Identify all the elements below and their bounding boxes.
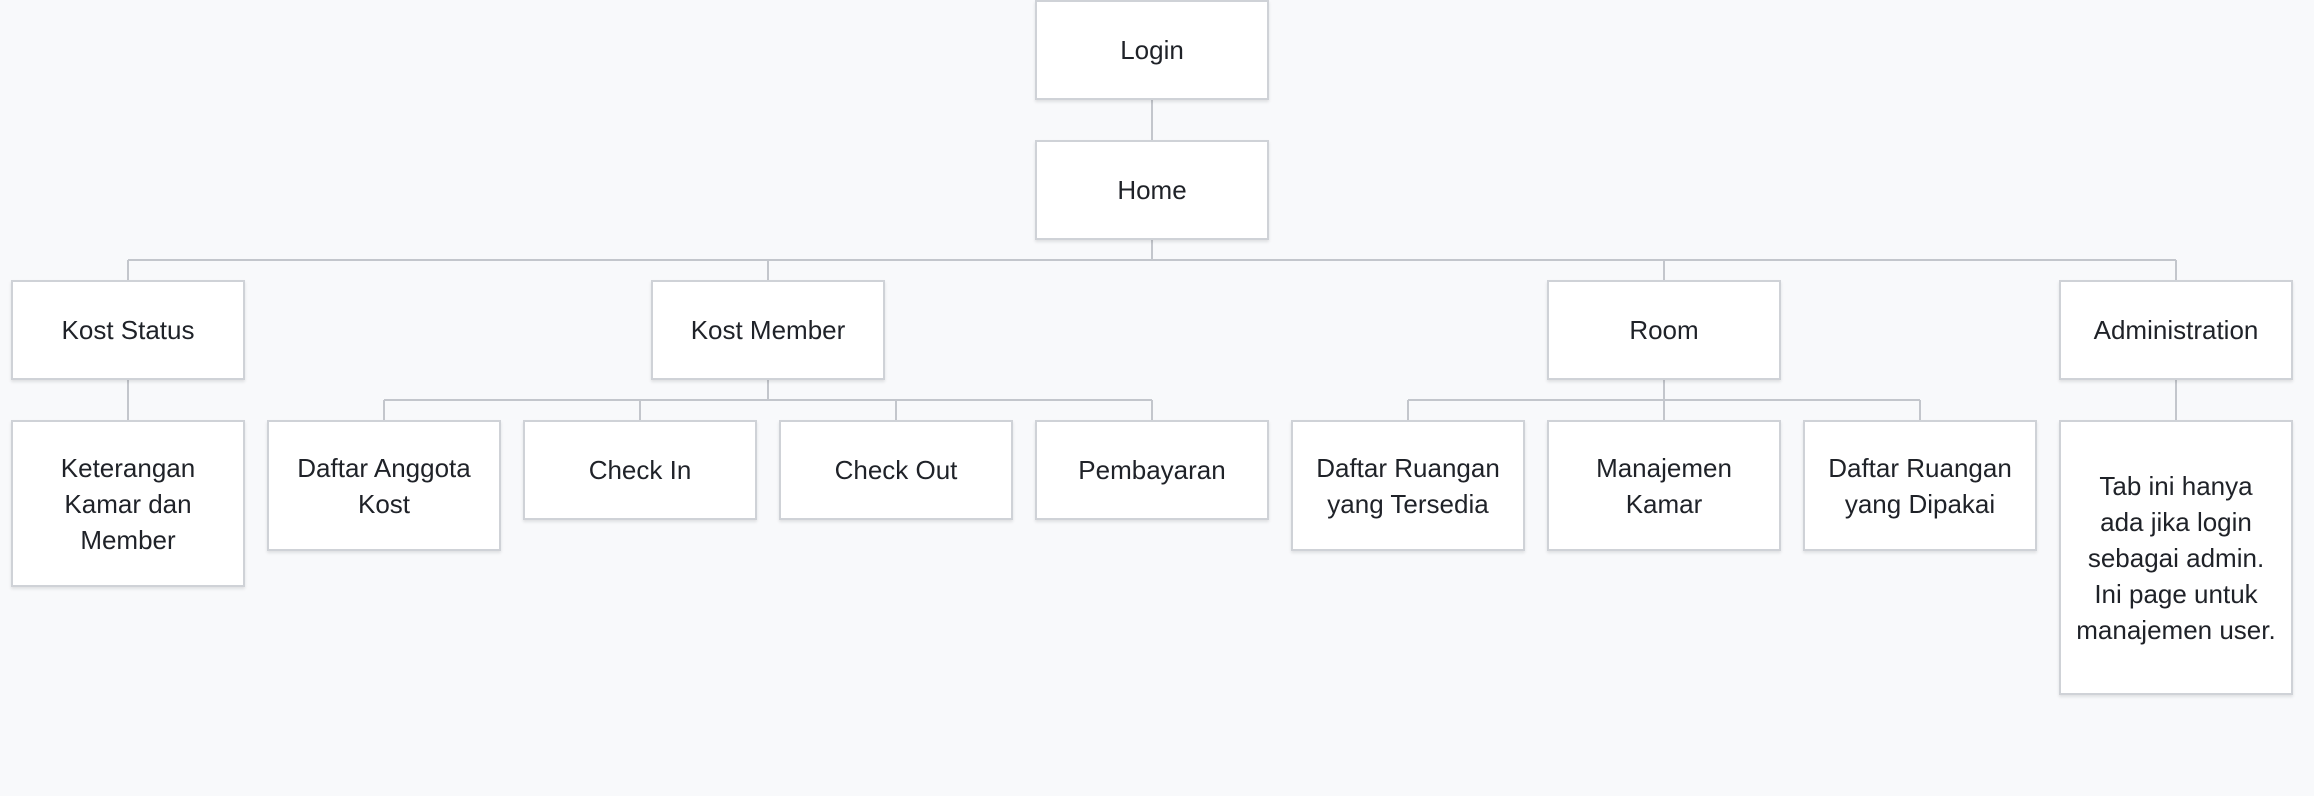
node-daftar-ruangan-dipakai-label: Daftar Ruangan yang Dipakai: [1828, 452, 2012, 519]
node-manajemen-kamar: Manajemen Kamar: [1547, 420, 1781, 551]
node-kost-status: Kost Status: [11, 280, 245, 380]
node-kost-member: Kost Member: [651, 280, 885, 380]
node-check-in-label: Check In: [588, 455, 692, 485]
node-home-label: Home: [1117, 175, 1187, 205]
node-keterangan: Keterangan Kamar dan Member: [11, 420, 245, 587]
node-pembayaran-label: Pembayaran: [1078, 455, 1226, 485]
node-kost-status-label: Kost Status: [61, 315, 195, 345]
node-manajemen-kamar-label: Manajemen Kamar: [1596, 452, 1732, 519]
node-daftar-anggota-label: Daftar Anggota Kost: [297, 452, 471, 519]
node-kost-member-label: Kost Member: [690, 315, 846, 345]
node-admin-note: Tab ini hanya ada jika login sebagai adm…: [2059, 420, 2293, 695]
node-daftar-anggota: Daftar Anggota Kost: [267, 420, 501, 551]
node-administration-label: Administration: [2093, 315, 2259, 345]
node-daftar-ruangan-tersedia-label: Daftar Ruangan yang Tersedia: [1316, 452, 1500, 519]
node-daftar-ruangan-dipakai: Daftar Ruangan yang Dipakai: [1803, 420, 2037, 551]
node-check-out-label: Check Out: [834, 455, 958, 485]
node-check-out: Check Out: [779, 420, 1013, 520]
node-login-label: Login: [1120, 35, 1184, 65]
node-check-in: Check In: [523, 420, 757, 520]
node-room-label: Room: [1629, 315, 1699, 345]
node-pembayaran: Pembayaran: [1035, 420, 1269, 520]
node-keterangan-label: Keterangan Kamar dan Member: [60, 452, 196, 555]
node-administration: Administration: [2059, 280, 2293, 380]
node-home: Home: [1035, 140, 1269, 240]
node-login: Login: [1035, 0, 1269, 100]
node-room: Room: [1547, 280, 1781, 380]
node-daftar-ruangan-tersedia: Daftar Ruangan yang Tersedia: [1291, 420, 1525, 551]
node-admin-note-label: Tab ini hanya ada jika login sebagai adm…: [2076, 470, 2276, 645]
